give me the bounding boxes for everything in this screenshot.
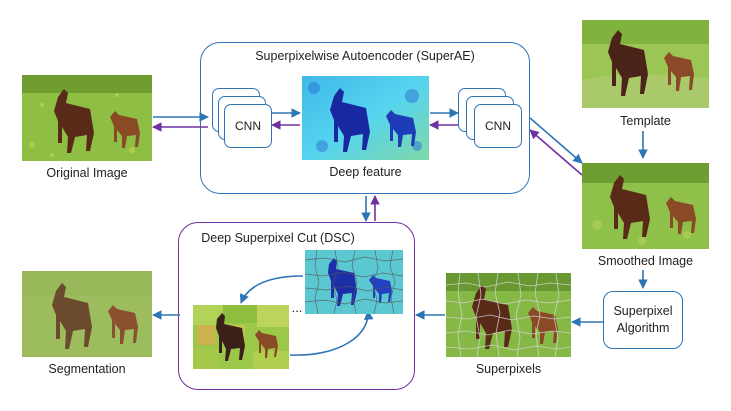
segmentation-image — [22, 271, 152, 357]
segmentation-label: Segmentation — [48, 362, 126, 376]
cnn-block-encoder: CNN — [224, 104, 272, 148]
superpixels-image — [446, 273, 571, 357]
algorithm-line-1: Superpixel — [613, 304, 673, 318]
dsc-feature-superpixels-image — [305, 250, 403, 314]
arrow-dsc-result-back — [289, 310, 374, 356]
template-image — [582, 20, 709, 108]
cnn-encoder-label: CNN — [235, 119, 261, 133]
superpixels-label: Superpixels — [475, 362, 542, 376]
dsc-ellipsis: ... — [291, 300, 303, 315]
dsc-title: Deep Superpixel Cut (DSC) — [201, 231, 355, 245]
superae-title: Superpixelwise Autoencoder (SuperAE) — [255, 49, 475, 63]
deep-feature-label: Deep feature — [329, 165, 402, 179]
arrow-dsc-feature-to-middle — [239, 275, 304, 304]
smoothed-image-label: Smoothed Image — [597, 254, 694, 268]
cnn-block-decoder: CNN — [474, 104, 522, 148]
dsc-intermediate-image — [193, 305, 289, 369]
algorithm-line-2: Algorithm — [616, 321, 670, 335]
superpixel-algorithm-box: Superpixel Algorithm — [603, 291, 683, 349]
smoothed-image — [582, 163, 709, 249]
original-image — [22, 75, 152, 161]
original-image-label: Original Image — [46, 166, 128, 180]
dsc-box — [178, 222, 415, 390]
arrow-smoothed-to-cnn2 — [529, 129, 583, 176]
deep-feature-image — [302, 76, 429, 160]
cnn-decoder-label: CNN — [485, 119, 511, 133]
arrow-cnn2-to-smoothed — [529, 117, 583, 164]
template-label: Template — [620, 114, 671, 128]
